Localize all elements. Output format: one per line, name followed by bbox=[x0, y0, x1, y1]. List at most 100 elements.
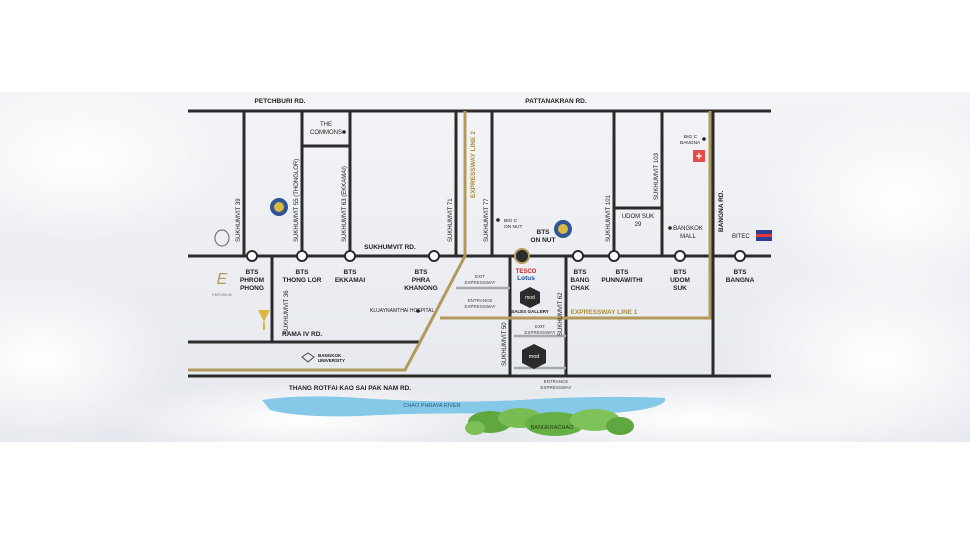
station-phra-khanong-l1: BTS bbox=[415, 269, 429, 276]
mode-logo-1: mod bbox=[525, 295, 535, 301]
station-udom-suk-l1: BTS bbox=[674, 269, 688, 276]
bigc-onnut-l1: BIG C bbox=[504, 218, 518, 224]
clouds bbox=[0, 80, 970, 470]
expressway-line-2 bbox=[188, 111, 467, 372]
bangkrachao-trees bbox=[465, 408, 634, 436]
sukhumvit36-label: SUKHUMVIT 36 bbox=[284, 290, 290, 334]
bts-udom-suk-marker bbox=[674, 250, 686, 262]
bangna-label: BANGNA RD. bbox=[718, 191, 725, 232]
bigc-bangna-dot bbox=[702, 137, 706, 141]
sukhumvit55-label: SUKHUMVIT 55 (THONGLOR) bbox=[294, 159, 300, 242]
chao-phraya-river bbox=[262, 396, 666, 417]
entrance-ramp-2-b: EXPRESSWAY bbox=[540, 385, 571, 390]
bangkok-mall-l1: BANGKOK bbox=[673, 226, 703, 232]
bangkok-university-logo-icon: BANGKOK UNIVERSITY bbox=[301, 352, 345, 363]
rama4-label: RAMA IV RD. bbox=[282, 331, 322, 338]
entrance-ramp-1-a: ENTRANCE bbox=[468, 298, 493, 303]
expressway1-label: EXPRESSWAY LINE 1 bbox=[571, 309, 638, 316]
udom-suk29-label-2: 29 bbox=[635, 222, 642, 228]
station-phrom-phong-l2: PHROM bbox=[240, 277, 264, 284]
sukhumvit39-label: SUKHUMVIT 39 bbox=[236, 198, 242, 242]
bigc-bangna-logo-icon bbox=[693, 150, 705, 162]
sukhumvit-label: SUKHUMVIT RD. bbox=[364, 244, 416, 251]
tesco-lotus-logo-icon: TESCO Lotus bbox=[516, 269, 537, 282]
exit-ramp-2-b: EXPRESSWAY bbox=[524, 330, 555, 335]
sales-gallery-label: SALES GALLERY bbox=[511, 309, 549, 314]
station-ekkamai-l2: EKKAMAI bbox=[335, 277, 366, 284]
bigc-bangna-l2: BANGNA bbox=[680, 140, 701, 146]
bangkok-univ-l1: BANGKOK bbox=[318, 353, 342, 358]
emporium-logo-icon: E EMPORIUM bbox=[212, 229, 232, 297]
bts-phra-khanong-marker bbox=[428, 250, 440, 262]
bts-on-nut-marker bbox=[514, 248, 530, 264]
sukhumvit50-label: SUKHUMVIT 50 bbox=[502, 322, 508, 366]
bigc-bangna-l1: BIG C bbox=[684, 134, 698, 140]
emblem-icon-2 bbox=[554, 220, 572, 238]
petchburi-label: PETCHBURI RD. bbox=[255, 98, 306, 105]
station-thong-lor-l2: THONG LOR bbox=[283, 277, 322, 284]
station-bang-chak-l3: CHAK bbox=[571, 285, 590, 292]
mode-logo-2: mod bbox=[529, 354, 540, 360]
bts-thong-lor-marker bbox=[296, 250, 308, 262]
bts-bang-chak-marker bbox=[572, 250, 584, 262]
station-bangna-l2: BANGNA bbox=[726, 277, 755, 284]
bitec-flag-icon bbox=[756, 230, 772, 241]
station-udom-suk-l3: SUK bbox=[673, 285, 687, 292]
emquartier-logo-icon bbox=[258, 310, 270, 330]
bangkrachao-label: BANGKRACHAO bbox=[531, 425, 575, 431]
the-commons-l2: COMMONS bbox=[310, 130, 342, 136]
station-phrom-phong-l1: BTS bbox=[246, 269, 260, 276]
station-phra-khanong-l2: PHRA bbox=[412, 277, 431, 284]
svg-text:E: E bbox=[217, 271, 228, 288]
bigc-onnut-l2: ON NUT bbox=[504, 224, 522, 230]
exit-ramp-1-a: EXIT bbox=[475, 274, 485, 279]
udom-suk29-label-1: UDOM SUK bbox=[622, 214, 654, 220]
river-label: CHAO PHRAYA RIVER bbox=[403, 403, 460, 409]
station-ekkamai-l1: BTS bbox=[344, 269, 358, 276]
sukhumvit77-label: SUKHUMVIT 77 bbox=[484, 198, 490, 242]
station-bang-chak-l1: BTS bbox=[574, 269, 588, 276]
thang-rotfai-label: THANG ROTFAI KAO SAI PAK NAM RD. bbox=[289, 385, 411, 392]
bangkok-univ-l2: UNIVERSITY bbox=[318, 358, 345, 363]
entrance-ramp-1-b: EXPRESSWAY bbox=[464, 304, 495, 309]
pattanakran-label: PATTANAKRAN RD. bbox=[525, 98, 587, 105]
sukhumvit71-label: SUKHUMVIT 71 bbox=[448, 198, 454, 242]
project-site-icon: mod bbox=[522, 344, 546, 369]
station-on-nut-l1: BTS bbox=[537, 229, 551, 236]
the-commons-dot bbox=[342, 130, 346, 134]
sukhumvit62-label: SUKHUMVIT 62 bbox=[558, 292, 564, 336]
kluaynamthai-label: KLUAYNAMTHAI HOSPITAL bbox=[370, 308, 434, 314]
station-phrom-phong-l3: PHONG bbox=[240, 285, 264, 292]
station-on-nut-l2: ON NUT bbox=[531, 237, 556, 244]
kluaynamthai-dot bbox=[416, 309, 420, 313]
bitec-label: BITEC bbox=[732, 234, 750, 240]
emporium-label: EMPORIUM bbox=[212, 293, 231, 297]
bigc-onnut-dot bbox=[496, 218, 500, 222]
expressway2-label: EXPRESSWAY LINE 2 bbox=[470, 131, 477, 198]
bts-punnawithi-marker bbox=[608, 250, 620, 262]
station-punnawithi-l2: PUNNAWITHI bbox=[601, 277, 642, 284]
station-bang-chak-l2: BANG bbox=[570, 277, 589, 284]
station-thong-lor-l1: BTS bbox=[296, 269, 310, 276]
bangkok-mall-l2: MALL bbox=[680, 234, 696, 240]
road-network bbox=[188, 109, 771, 378]
station-bangna-l1: BTS bbox=[734, 269, 748, 276]
the-commons-l1: THE bbox=[320, 122, 332, 128]
bangkok-mall-dot bbox=[668, 226, 672, 230]
bts-phrom-phong-marker bbox=[246, 250, 258, 262]
sukhumvit103-label: SUKHUMVIT 103 bbox=[654, 152, 660, 200]
lotus-label: Lotus bbox=[517, 275, 535, 282]
bts-markers bbox=[246, 250, 746, 262]
bts-bangna-marker bbox=[734, 250, 746, 262]
expressways bbox=[188, 111, 712, 372]
sukhumvit101-label: SUKHUMVIT 101 bbox=[606, 194, 612, 242]
tesco-label: TESCO bbox=[516, 269, 537, 275]
station-udom-suk-l2: UDOM bbox=[670, 277, 690, 284]
entrance-ramp-2-a: ENTRANCE bbox=[544, 379, 569, 384]
station-phra-khanong-l3: KHANONG bbox=[404, 285, 438, 292]
bts-ekkamai-marker bbox=[344, 250, 356, 262]
exit-ramp-1-b: EXPRESSWAY bbox=[464, 280, 495, 285]
station-punnawithi-l1: BTS bbox=[616, 269, 630, 276]
sales-gallery-icon: mod SALES GALLERY bbox=[511, 287, 549, 314]
